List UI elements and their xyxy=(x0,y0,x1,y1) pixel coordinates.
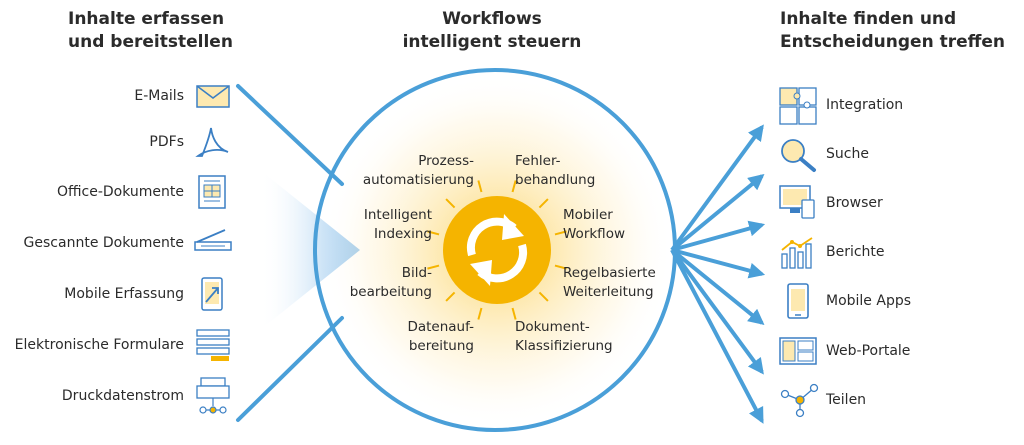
input-label-forms: Elektronische Formulare xyxy=(14,337,184,353)
input-label-mobile-capture: Mobile Erfassung xyxy=(64,286,184,302)
workflow-label-line: bereitung xyxy=(408,338,474,354)
input-line-top xyxy=(236,84,344,186)
smartphone-icon xyxy=(787,283,809,319)
workflow-label-line: Intelligent xyxy=(363,207,432,223)
heading-workflows-line1: Workflows xyxy=(442,9,542,29)
puzzle-icon xyxy=(779,87,817,125)
input-label-emails: E-Mails xyxy=(134,88,184,104)
workflow-label-line: Indexing xyxy=(373,226,432,242)
workflow-label-line: Mobiler xyxy=(563,207,613,223)
envelope-icon xyxy=(196,85,230,108)
output-label-integration: Integration xyxy=(826,97,904,113)
sun-core xyxy=(443,196,551,304)
printer-icon xyxy=(196,377,230,414)
workflow-label-error-handling: Fehler- behandlung xyxy=(515,152,595,190)
sun-ray xyxy=(477,307,483,320)
workflow-label-intelligent-indexing: Intelligent Indexing xyxy=(364,206,432,244)
heading-workflows: Workflows intelligent steuern xyxy=(392,8,592,54)
input-label-pdfs: PDFs xyxy=(149,134,184,150)
workflow-label-line: Fehler- xyxy=(515,153,561,169)
sun-ray xyxy=(427,230,440,236)
output-arrow xyxy=(670,249,764,424)
output-arrow xyxy=(671,248,766,279)
workflow-label-line: Datenauf- xyxy=(407,319,474,335)
workflow-label-document-classification: Dokument- Klassifizierung xyxy=(515,318,613,356)
workflow-label-line: bearbeitung xyxy=(349,284,432,300)
output-arrows xyxy=(670,124,766,424)
output-label-mobile-apps: Mobile Apps xyxy=(826,293,912,309)
sun-ray xyxy=(511,307,517,320)
output-arrow xyxy=(670,124,764,252)
input-label-scanned: Gescannte Dokumente xyxy=(23,235,184,251)
refresh-arrowhead-bottom xyxy=(470,260,492,286)
workflow-label-line: Prozess- xyxy=(418,153,474,169)
sun-rays xyxy=(427,180,567,320)
sun-ray xyxy=(445,291,456,302)
input-label-print-stream: Druckdatenstrom xyxy=(61,388,184,404)
workflow-label-data-preparation: Datenauf- bereitung xyxy=(407,318,474,356)
refresh-arrowhead-top xyxy=(502,214,524,240)
output-label-sharing: Teilen xyxy=(826,392,867,408)
input-funnel xyxy=(260,170,360,330)
sun-ray xyxy=(554,230,567,236)
workflow-label-line: Klassifizierung xyxy=(515,338,613,354)
heading-workflows-line2: intelligent steuern xyxy=(402,32,582,52)
output-label-browser: Browser xyxy=(826,195,883,211)
workflow-label-line: Workflow xyxy=(563,226,625,242)
share-icon xyxy=(780,383,819,418)
output-arrow xyxy=(670,248,765,326)
office-document-icon xyxy=(198,175,226,209)
magnifier-icon xyxy=(781,139,816,172)
heading-capture-line1: Inhalte erfassen xyxy=(68,9,225,29)
sun-ray xyxy=(445,198,456,209)
heading-capture-line2: und bereitstellen xyxy=(68,32,233,52)
workflow-label-rule-routing: Regelbasierte Weiterleitung xyxy=(563,264,656,302)
mobile-capture-icon xyxy=(201,277,223,311)
sun-ray xyxy=(511,180,517,193)
sun-ray xyxy=(538,291,549,302)
output-label-reports: Berichte xyxy=(826,244,885,260)
heading-find-line2: Entscheidungen treffen xyxy=(780,32,1006,52)
workflow-label-line: automatisierung xyxy=(362,172,474,188)
form-icon xyxy=(196,329,230,361)
heading-find: Inhalte finden und Entscheidungen treffe… xyxy=(780,8,1005,54)
workflow-label-process-automation: Prozess- automatisierung xyxy=(363,152,474,190)
workflow-label-line: behandlung xyxy=(515,172,596,188)
output-arrow xyxy=(670,248,764,375)
sun-ray xyxy=(477,180,483,193)
workflow-label-line: Dokument- xyxy=(515,319,590,335)
heading-find-line1: Inhalte finden und xyxy=(780,9,957,29)
workflow-label-mobile-workflow: Mobiler Workflow xyxy=(563,206,625,244)
workflow-label-line: Bild- xyxy=(401,265,432,281)
web-portal-icon xyxy=(779,337,817,365)
pdf-icon xyxy=(195,127,229,157)
workflow-label-line: Weiterleitung xyxy=(563,284,654,300)
input-line-bottom xyxy=(236,316,344,422)
output-label-search: Suche xyxy=(826,146,869,162)
sun-ray xyxy=(554,264,567,270)
input-label-office: Office-Dokumente xyxy=(56,184,184,200)
output-arrow xyxy=(670,173,765,252)
monitor-icon xyxy=(779,185,815,219)
sun-ray xyxy=(538,198,549,209)
output-label-web-portals: Web-Portale xyxy=(826,343,911,359)
workflow-label-line: Regelbasierte xyxy=(563,265,656,281)
output-arrow xyxy=(671,220,766,252)
scanner-icon xyxy=(194,229,232,251)
heading-capture: Inhalte erfassen und bereitstellen xyxy=(68,8,233,54)
bar-chart-icon xyxy=(781,237,813,269)
workflow-label-image-processing: Bild- bearbeitung xyxy=(350,264,432,302)
sun-ray xyxy=(427,264,440,270)
